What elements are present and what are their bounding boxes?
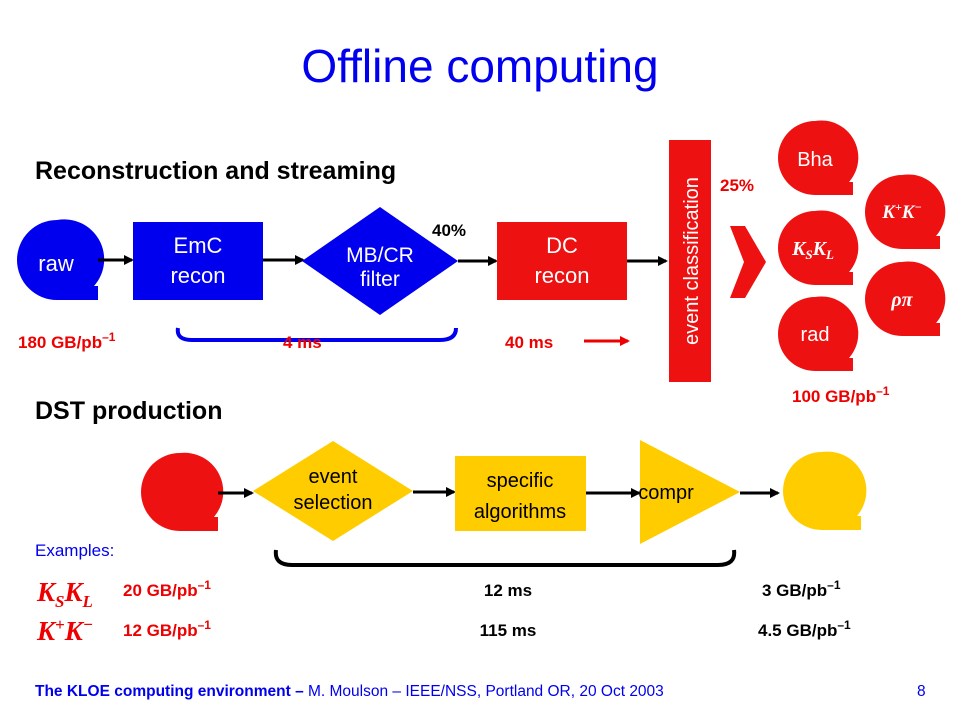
stream-rhopi-label: ρπ (890, 289, 913, 311)
emc-recon-box: EmC recon (133, 222, 263, 300)
pct-25-label: 25% (720, 176, 754, 195)
page-title: Offline computing (301, 40, 658, 92)
rate-raw-label: 180 GB/pb–1 (18, 330, 116, 352)
dc-label-2: recon (534, 263, 589, 288)
stream-disk-bha: Bha (778, 120, 859, 195)
stream-bha-label: Bha (797, 149, 833, 171)
compr-label: compr (638, 482, 694, 504)
event-classification-bar: event classification (669, 140, 711, 382)
stream-rad-label: rad (801, 324, 830, 346)
event-selection-diamond: event selection (253, 441, 413, 541)
emc-label-1: EmC (174, 233, 223, 258)
example-time-kk: 115 ms (480, 621, 537, 640)
mbcr-label-2: filter (360, 268, 400, 291)
examples-label: Examples: (35, 541, 114, 560)
example-in-kk: 12 GB/pb–1 (123, 618, 211, 640)
dst-input-disk (141, 452, 224, 531)
event-classification-label: event classification (681, 177, 703, 345)
raw-disk: raw (17, 219, 105, 300)
stream-kk-label: K+K− (881, 200, 922, 223)
raw-label: raw (38, 251, 74, 276)
rate-out-label: 100 GB/pb–1 (792, 384, 890, 406)
example-row-kskl: KSKL 20 GB/pb–1 12 ms 3 GB/pb–1 (36, 577, 841, 611)
example-row-kk: K+K− 12 GB/pb–1 115 ms 4.5 GB/pb–1 (36, 615, 851, 646)
stream-output-arrow (730, 226, 766, 298)
timing-brace-dst (273, 549, 737, 567)
compr-triangle: compr (638, 440, 740, 544)
example-time-kskl: 12 ms (484, 581, 532, 600)
emc-label-2: recon (170, 263, 225, 288)
stream-kskl-label: KSKL (791, 238, 834, 262)
mbcr-filter-diamond: MB/CR filter (302, 207, 458, 315)
dst-output-disk (783, 451, 867, 530)
pct-40-label: 40% (432, 221, 466, 240)
example-name-kk: K+K− (36, 615, 93, 646)
example-in-kskl: 20 GB/pb–1 (123, 578, 211, 600)
page-number: 8 (917, 683, 926, 700)
footer-text: The KLOE computing environment – M. Moul… (35, 683, 664, 700)
event-selection-label-2: selection (294, 492, 373, 514)
dc-label-1: DC (546, 233, 578, 258)
example-name-kskl: KSKL (36, 577, 93, 611)
example-out-kskl: 3 GB/pb–1 (762, 578, 841, 600)
reco-heading: Reconstruction and streaming (35, 157, 396, 185)
specific-label-1: specific (487, 470, 554, 492)
dc-recon-box: DC recon (497, 222, 627, 300)
specific-algorithms-box: specific algorithms (455, 456, 586, 531)
stream-disk-kk: K+K− (865, 174, 946, 249)
timing-brace-reco (175, 327, 458, 342)
event-selection-label-1: event (309, 466, 358, 488)
time-4ms-label: 4 ms (283, 333, 322, 352)
specific-label-2: algorithms (474, 501, 566, 523)
stream-disk-kskl: KSKL (778, 210, 859, 285)
mbcr-label-1: MB/CR (346, 244, 414, 267)
time-40ms-label: 40 ms (505, 333, 553, 352)
dst-heading: DST production (35, 397, 222, 425)
example-out-kk: 4.5 GB/pb–1 (758, 618, 851, 640)
stream-disk-rad: rad (778, 296, 859, 371)
stream-disk-rhopi: ρπ (865, 261, 946, 336)
